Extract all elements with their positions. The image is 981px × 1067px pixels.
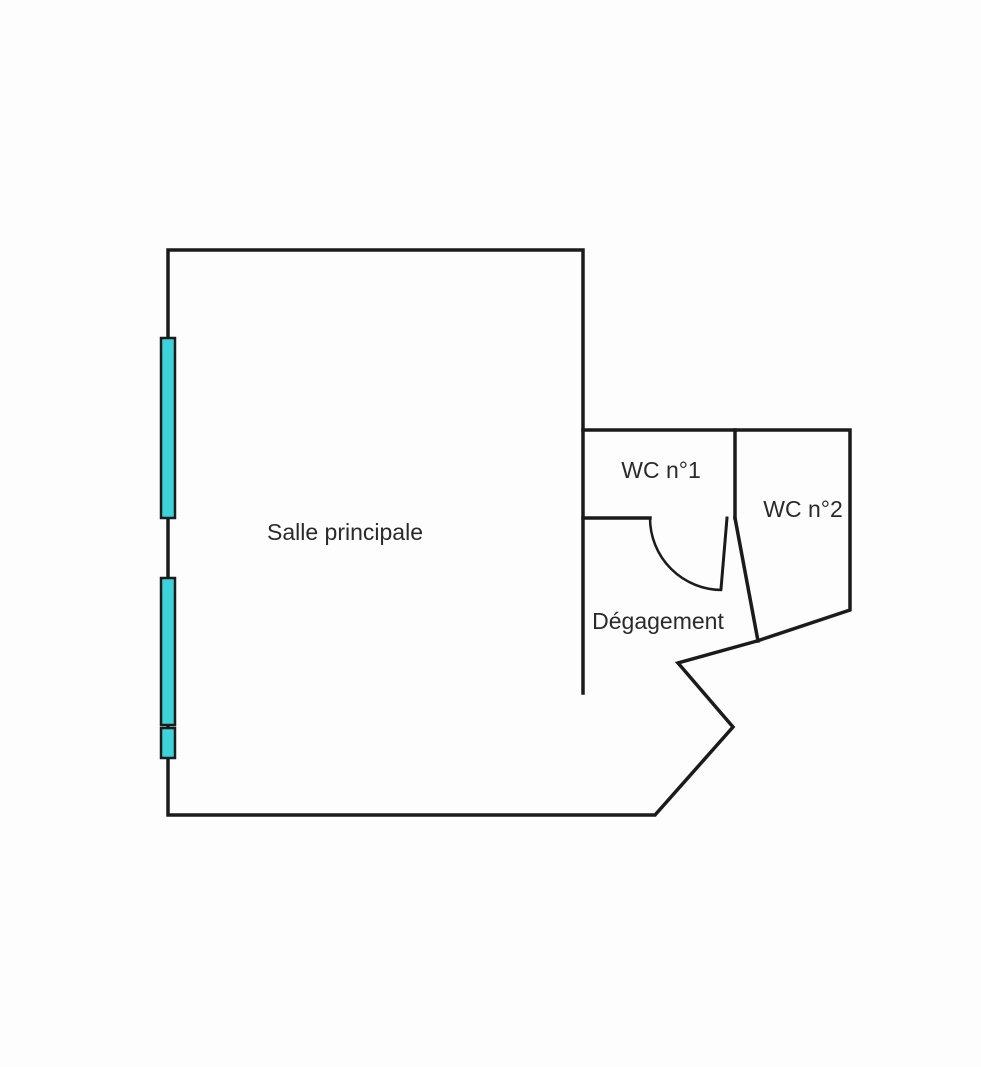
door-leaf: [719, 516, 729, 591]
wall-wc2-left-angled: [732, 515, 761, 644]
room-label-salle-principale: Salle principale: [267, 519, 423, 545]
room-label-wc1: WC n°1: [621, 457, 701, 483]
room-label-degagement: Dégagement: [592, 608, 724, 634]
window-2: [159, 576, 177, 727]
door-swing-arc: [648, 517, 723, 592]
window-1: [159, 336, 177, 520]
window-3: [159, 726, 177, 760]
room-label-wc2: WC n°2: [763, 496, 843, 522]
